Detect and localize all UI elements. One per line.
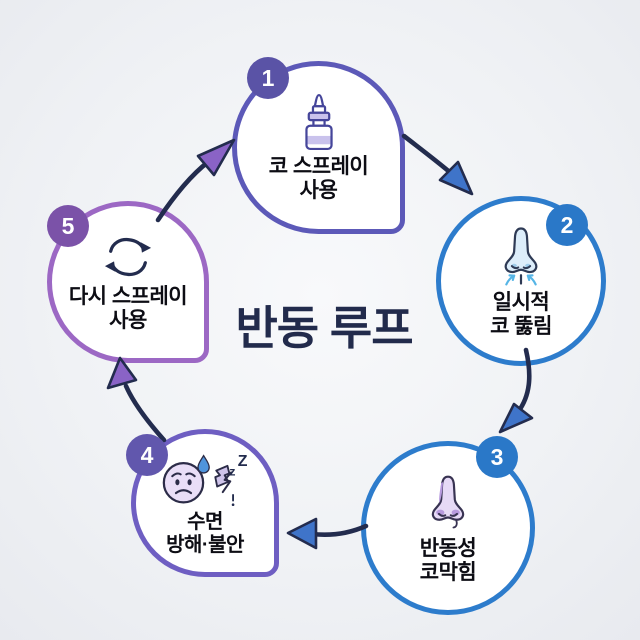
nasal-spray-icon [304, 94, 333, 151]
step-2-badge: 2 [546, 204, 588, 246]
arrow-step2-to-step3 [498, 347, 534, 434]
step-3-label: 반동성 코막힘 [419, 536, 477, 584]
step-1-label: 코 스프레이 사용 [268, 155, 369, 202]
svg-text:z: z [229, 464, 235, 478]
step-1-badge: 1 [247, 57, 289, 99]
nose-breathing-icon [504, 227, 538, 286]
step-5-label: 다시 스프레이 사용 [68, 284, 188, 332]
step-4-label: 수면 방해·불안 [166, 510, 244, 556]
step-4-bubble: z Z 수면 방해·불안 [131, 429, 279, 577]
repeat-cycle-icon [104, 237, 152, 276]
diagram-title: 반동 루프 [235, 302, 413, 354]
congested-nose-icon [431, 475, 465, 529]
step-5-badge: 5 [47, 205, 89, 247]
arrow-step4-to-step5 [106, 356, 167, 443]
arrow-step5-to-step1 [155, 138, 236, 223]
step-3-bubble: 반동성 코막힘 [361, 441, 535, 615]
svg-text:Z: Z [238, 453, 248, 470]
arrow-step3-to-step4 [286, 517, 369, 550]
arrow-step1-to-step2 [401, 133, 474, 196]
sleep-disturbance-icon: z Z [162, 453, 248, 506]
step-4-badge: 4 [126, 434, 168, 476]
step-2-label: 일시적 코 뚫림 [490, 290, 552, 338]
step-3-badge: 3 [476, 436, 518, 478]
step-1-bubble: 코 스프레이 사용 [232, 61, 405, 234]
